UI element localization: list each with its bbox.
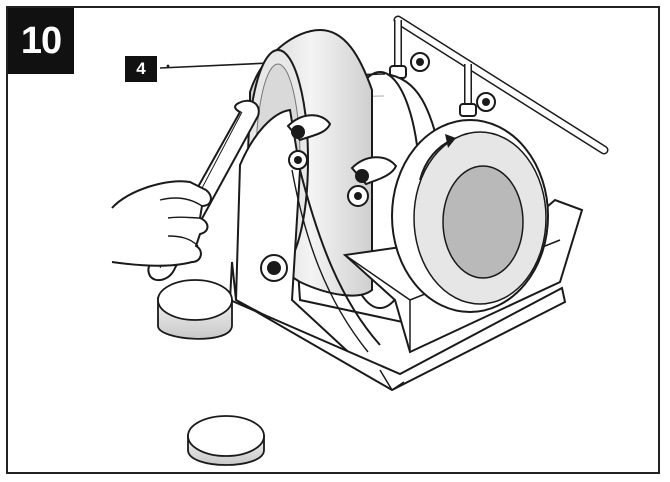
front-knob: [260, 254, 288, 282]
wing-screw-upper: [286, 114, 332, 170]
honing-wheel: [391, 119, 549, 313]
callout-label-badge: 4: [125, 56, 157, 82]
machine-base: [228, 261, 567, 392]
removed-disc-lower: [187, 415, 265, 466]
wing-screw-lower: [347, 156, 398, 207]
step-number-badge: 10: [8, 8, 74, 74]
removed-disc-upper: [157, 279, 233, 340]
hand: [111, 180, 212, 267]
side-housing: [234, 108, 381, 373]
support-bar: [389, 15, 609, 155]
